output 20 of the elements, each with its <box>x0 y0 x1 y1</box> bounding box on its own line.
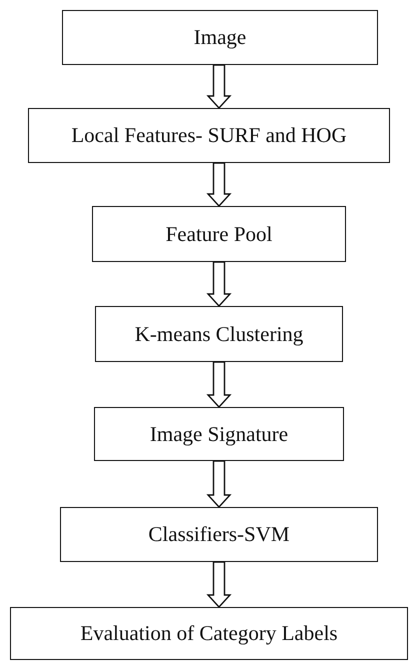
block-arrow <box>206 64 232 110</box>
process-box <box>62 10 378 65</box>
block-arrow <box>206 162 232 208</box>
process-box <box>28 108 390 163</box>
process-box <box>10 607 408 660</box>
block-arrow <box>206 460 232 508</box>
box-label: Classifiers-SVM <box>148 522 290 547</box>
block-arrow <box>206 361 232 408</box>
box-label: Image <box>194 25 246 50</box>
process-box <box>92 206 346 262</box>
process-box <box>95 306 343 362</box>
box-label: Evaluation of Category Labels <box>80 621 338 646</box>
box-label: Feature Pool <box>166 222 272 246</box>
process-box <box>60 507 378 562</box>
process-box <box>94 407 344 461</box>
box-label: Image Signature <box>150 422 288 446</box>
box-label: Local Features- SURF and HOG <box>71 123 347 148</box>
block-arrow <box>206 261 232 308</box>
block-arrow <box>206 561 232 608</box>
box-label: K-means Clustering <box>134 322 304 346</box>
